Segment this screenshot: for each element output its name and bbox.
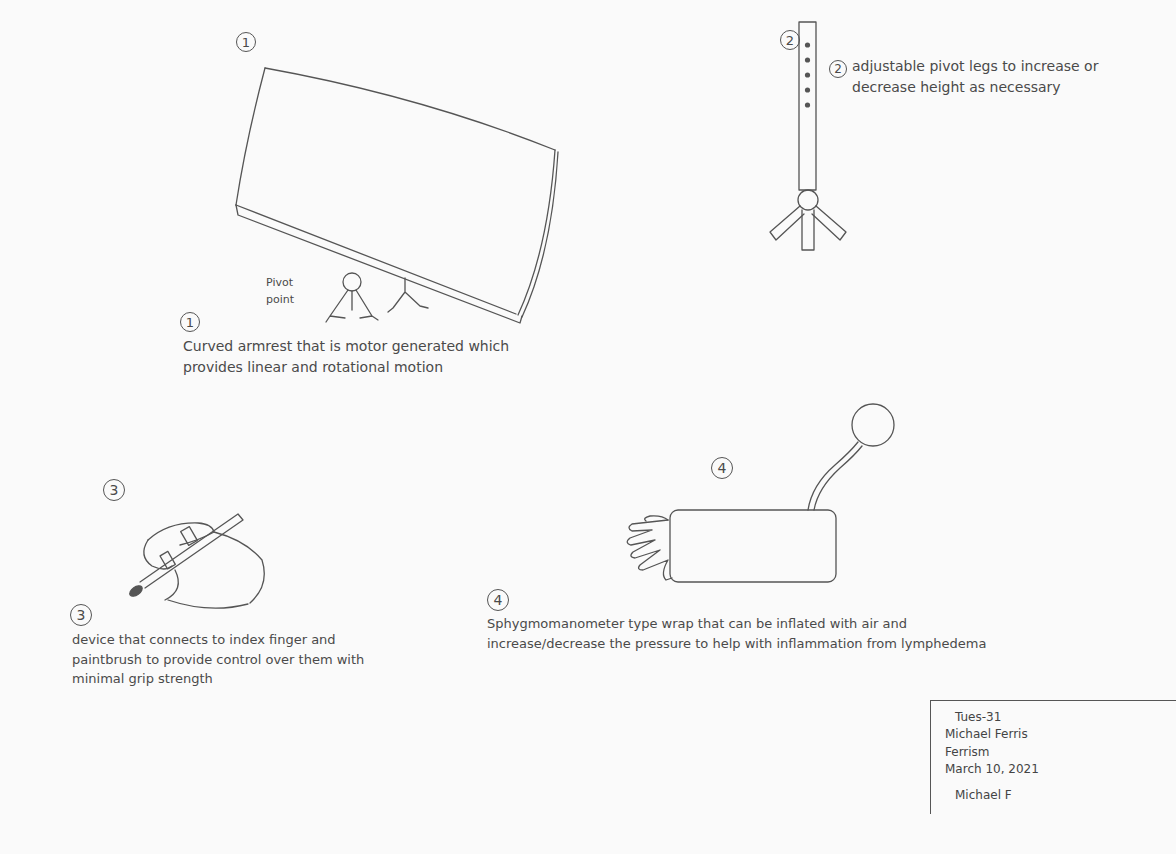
signature-line: March 10, 2021	[945, 761, 1170, 778]
note-text: Sphygmomanometer type wrap that can be i…	[487, 614, 987, 653]
inflation-bulb	[852, 404, 894, 446]
callout-number: 3	[70, 604, 92, 626]
armrest-left-curve	[236, 68, 265, 205]
armrest-back-edge	[265, 68, 555, 150]
index-finger	[148, 523, 214, 545]
pivot-legs	[326, 290, 378, 322]
callout-number: 1	[180, 312, 200, 332]
pressure-wrap	[670, 510, 836, 582]
leg-left	[770, 206, 804, 240]
note-text: Pivot point	[266, 275, 310, 308]
note-text: adjustable pivot legs to increase or dec…	[852, 56, 1152, 98]
second-legs	[388, 278, 428, 312]
brush-tip	[128, 584, 144, 599]
armrest-front-edge	[236, 205, 516, 314]
callout-number: 2	[780, 30, 800, 50]
palm	[165, 570, 178, 600]
armrest-right-thickness	[522, 152, 558, 317]
callout-number: 4	[487, 589, 509, 611]
signature-line: Tues-31	[945, 709, 1170, 726]
thumb	[168, 600, 248, 608]
finger-ring	[181, 527, 198, 546]
brush-handle	[140, 514, 243, 588]
leg-right	[812, 206, 846, 240]
signature-line: Michael Ferris	[945, 726, 1170, 743]
air-tube-edge	[814, 446, 862, 510]
note-text: Curved armrest that is motor generated w…	[183, 336, 513, 378]
leg-pivot	[798, 190, 818, 210]
callout-number: 2	[829, 60, 847, 78]
leg-center	[802, 210, 814, 250]
hand-fingers	[627, 520, 672, 580]
brush-clip	[160, 551, 175, 568]
callout-number: 3	[103, 479, 125, 501]
signature-box: Tues-31Michael FerrisFerrismMarch 10, 20…	[930, 700, 1176, 814]
hand-top	[645, 516, 668, 521]
air-tube	[808, 442, 858, 510]
leg-bar	[799, 22, 816, 190]
armrest-right-curve	[518, 150, 555, 315]
callout-number: 1	[236, 32, 256, 52]
signature-line: Ferrism	[945, 744, 1170, 761]
signature-line: Michael F	[945, 787, 1170, 804]
hand-back	[214, 532, 264, 603]
note-text: device that connects to index finger and…	[72, 630, 392, 689]
finger-tip	[144, 540, 172, 569]
callout-number: 4	[711, 457, 733, 479]
pivot-ball	[343, 273, 361, 291]
armrest-thickness	[236, 205, 522, 323]
